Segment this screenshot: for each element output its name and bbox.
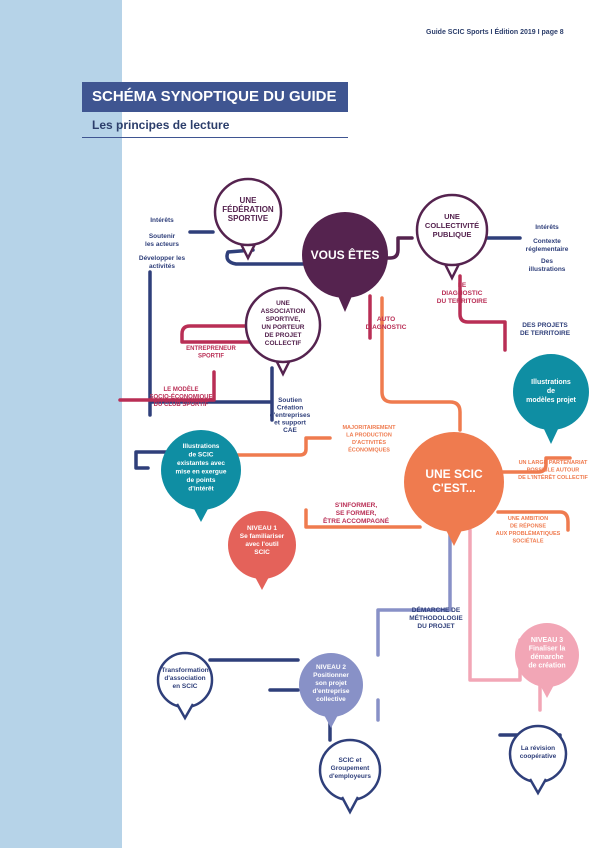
bubble-illus-scic	[161, 430, 241, 522]
connector-ambition	[496, 510, 570, 532]
node-vous-etes-text: VOUS ÊTES	[311, 247, 380, 262]
label-left-interets: Intérêts	[150, 217, 174, 224]
pin-transformation	[156, 651, 214, 721]
pin-federation	[213, 177, 283, 261]
connector-demarche	[376, 528, 452, 722]
bubble-niveau3	[515, 623, 579, 698]
connector-federation	[148, 230, 274, 422]
pin-scic-groupement	[318, 738, 382, 815]
connector-illus-scic	[230, 436, 332, 457]
connector-diagnostic	[458, 274, 507, 352]
bubble-illus-modeles	[513, 354, 589, 444]
bubble-niveau2	[299, 653, 363, 728]
sidebar-band	[0, 0, 122, 848]
connector-left-teal	[134, 450, 172, 470]
pin-collectivite	[415, 193, 489, 281]
title-rule	[82, 137, 348, 138]
running-head: Guide SCIC Sports I Édition 2019 I page …	[426, 29, 564, 36]
page-subtitle: Les principes de lecture	[92, 118, 230, 132]
connector-partenariat	[496, 456, 572, 474]
connector-vous-scic	[380, 296, 462, 432]
label-informer: S'INFORMER,SE FORMER,ÊTRE ACCOMPAGNÉ	[323, 502, 390, 525]
connector-vous-collectivite	[376, 236, 414, 260]
connector-association	[118, 324, 260, 402]
bubble-vous-etes	[302, 212, 388, 312]
pin-revision	[508, 724, 568, 796]
connector-niveau3	[468, 528, 542, 712]
page-title: SCHÉMA SYNOPTIQUE DU GUIDE	[82, 82, 348, 112]
connector-federation-vous	[225, 248, 314, 266]
pin-association	[244, 286, 322, 377]
label-right-interets: Intérêts	[535, 224, 559, 231]
bubble-une-scic	[404, 432, 504, 546]
bubble-niveau1	[228, 511, 296, 590]
connector-informer	[304, 508, 422, 529]
